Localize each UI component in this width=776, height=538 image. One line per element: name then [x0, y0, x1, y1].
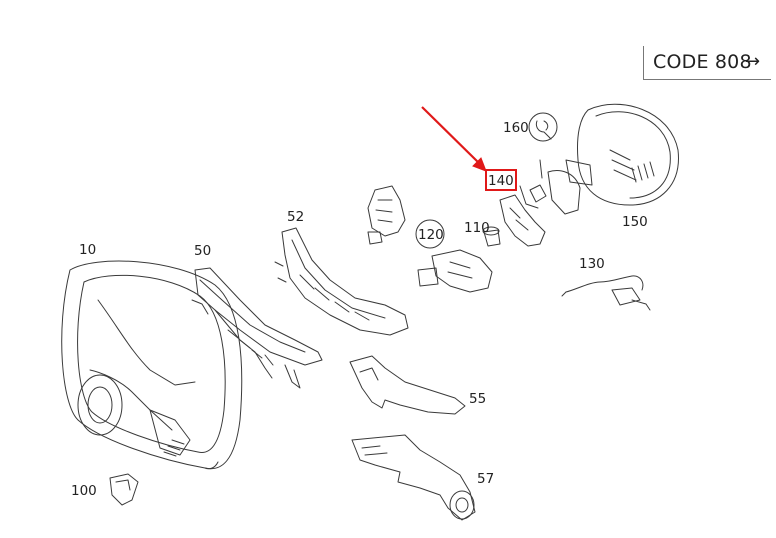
callout-120[interactable]: 120 [418, 227, 444, 243]
red-arrow-icon [421, 106, 487, 172]
wrench-icon [528, 112, 558, 142]
part-50-bezel [191, 267, 323, 389]
part-10-steering-wheel [61, 260, 243, 470]
callout-150[interactable]: 150 [622, 214, 648, 230]
callout-130[interactable]: 130 [579, 256, 605, 272]
code-label: CODE 808 [653, 51, 752, 73]
part-switch-assembly [367, 185, 406, 245]
part-100-clip [109, 473, 139, 506]
code-box[interactable]: CODE 808 → [643, 46, 771, 80]
part-150-airbag [565, 103, 679, 206]
callout-140[interactable]: 140 [488, 173, 514, 189]
part-140-bracket [499, 184, 547, 247]
callout-110[interactable]: 110 [464, 220, 490, 236]
part-55-lower-cover [349, 355, 466, 415]
callout-10[interactable]: 10 [79, 242, 97, 258]
part-110-button [482, 226, 501, 247]
part-57-lower-cover [351, 434, 476, 521]
arrow-right-icon: → [745, 51, 761, 72]
callout-circle-120 [415, 219, 445, 249]
callout-55[interactable]: 55 [469, 391, 487, 407]
part-120-switch [417, 249, 493, 293]
highlight-box-140 [485, 169, 517, 191]
callout-57[interactable]: 57 [477, 471, 495, 487]
part-harness [539, 159, 581, 215]
part-130-cable [561, 275, 651, 311]
callout-160[interactable]: 160 [503, 120, 529, 136]
callout-50[interactable]: 50 [194, 243, 212, 259]
callout-52[interactable]: 52 [287, 209, 305, 225]
callout-100[interactable]: 100 [71, 483, 97, 499]
part-52-bezel-upper [274, 227, 409, 336]
